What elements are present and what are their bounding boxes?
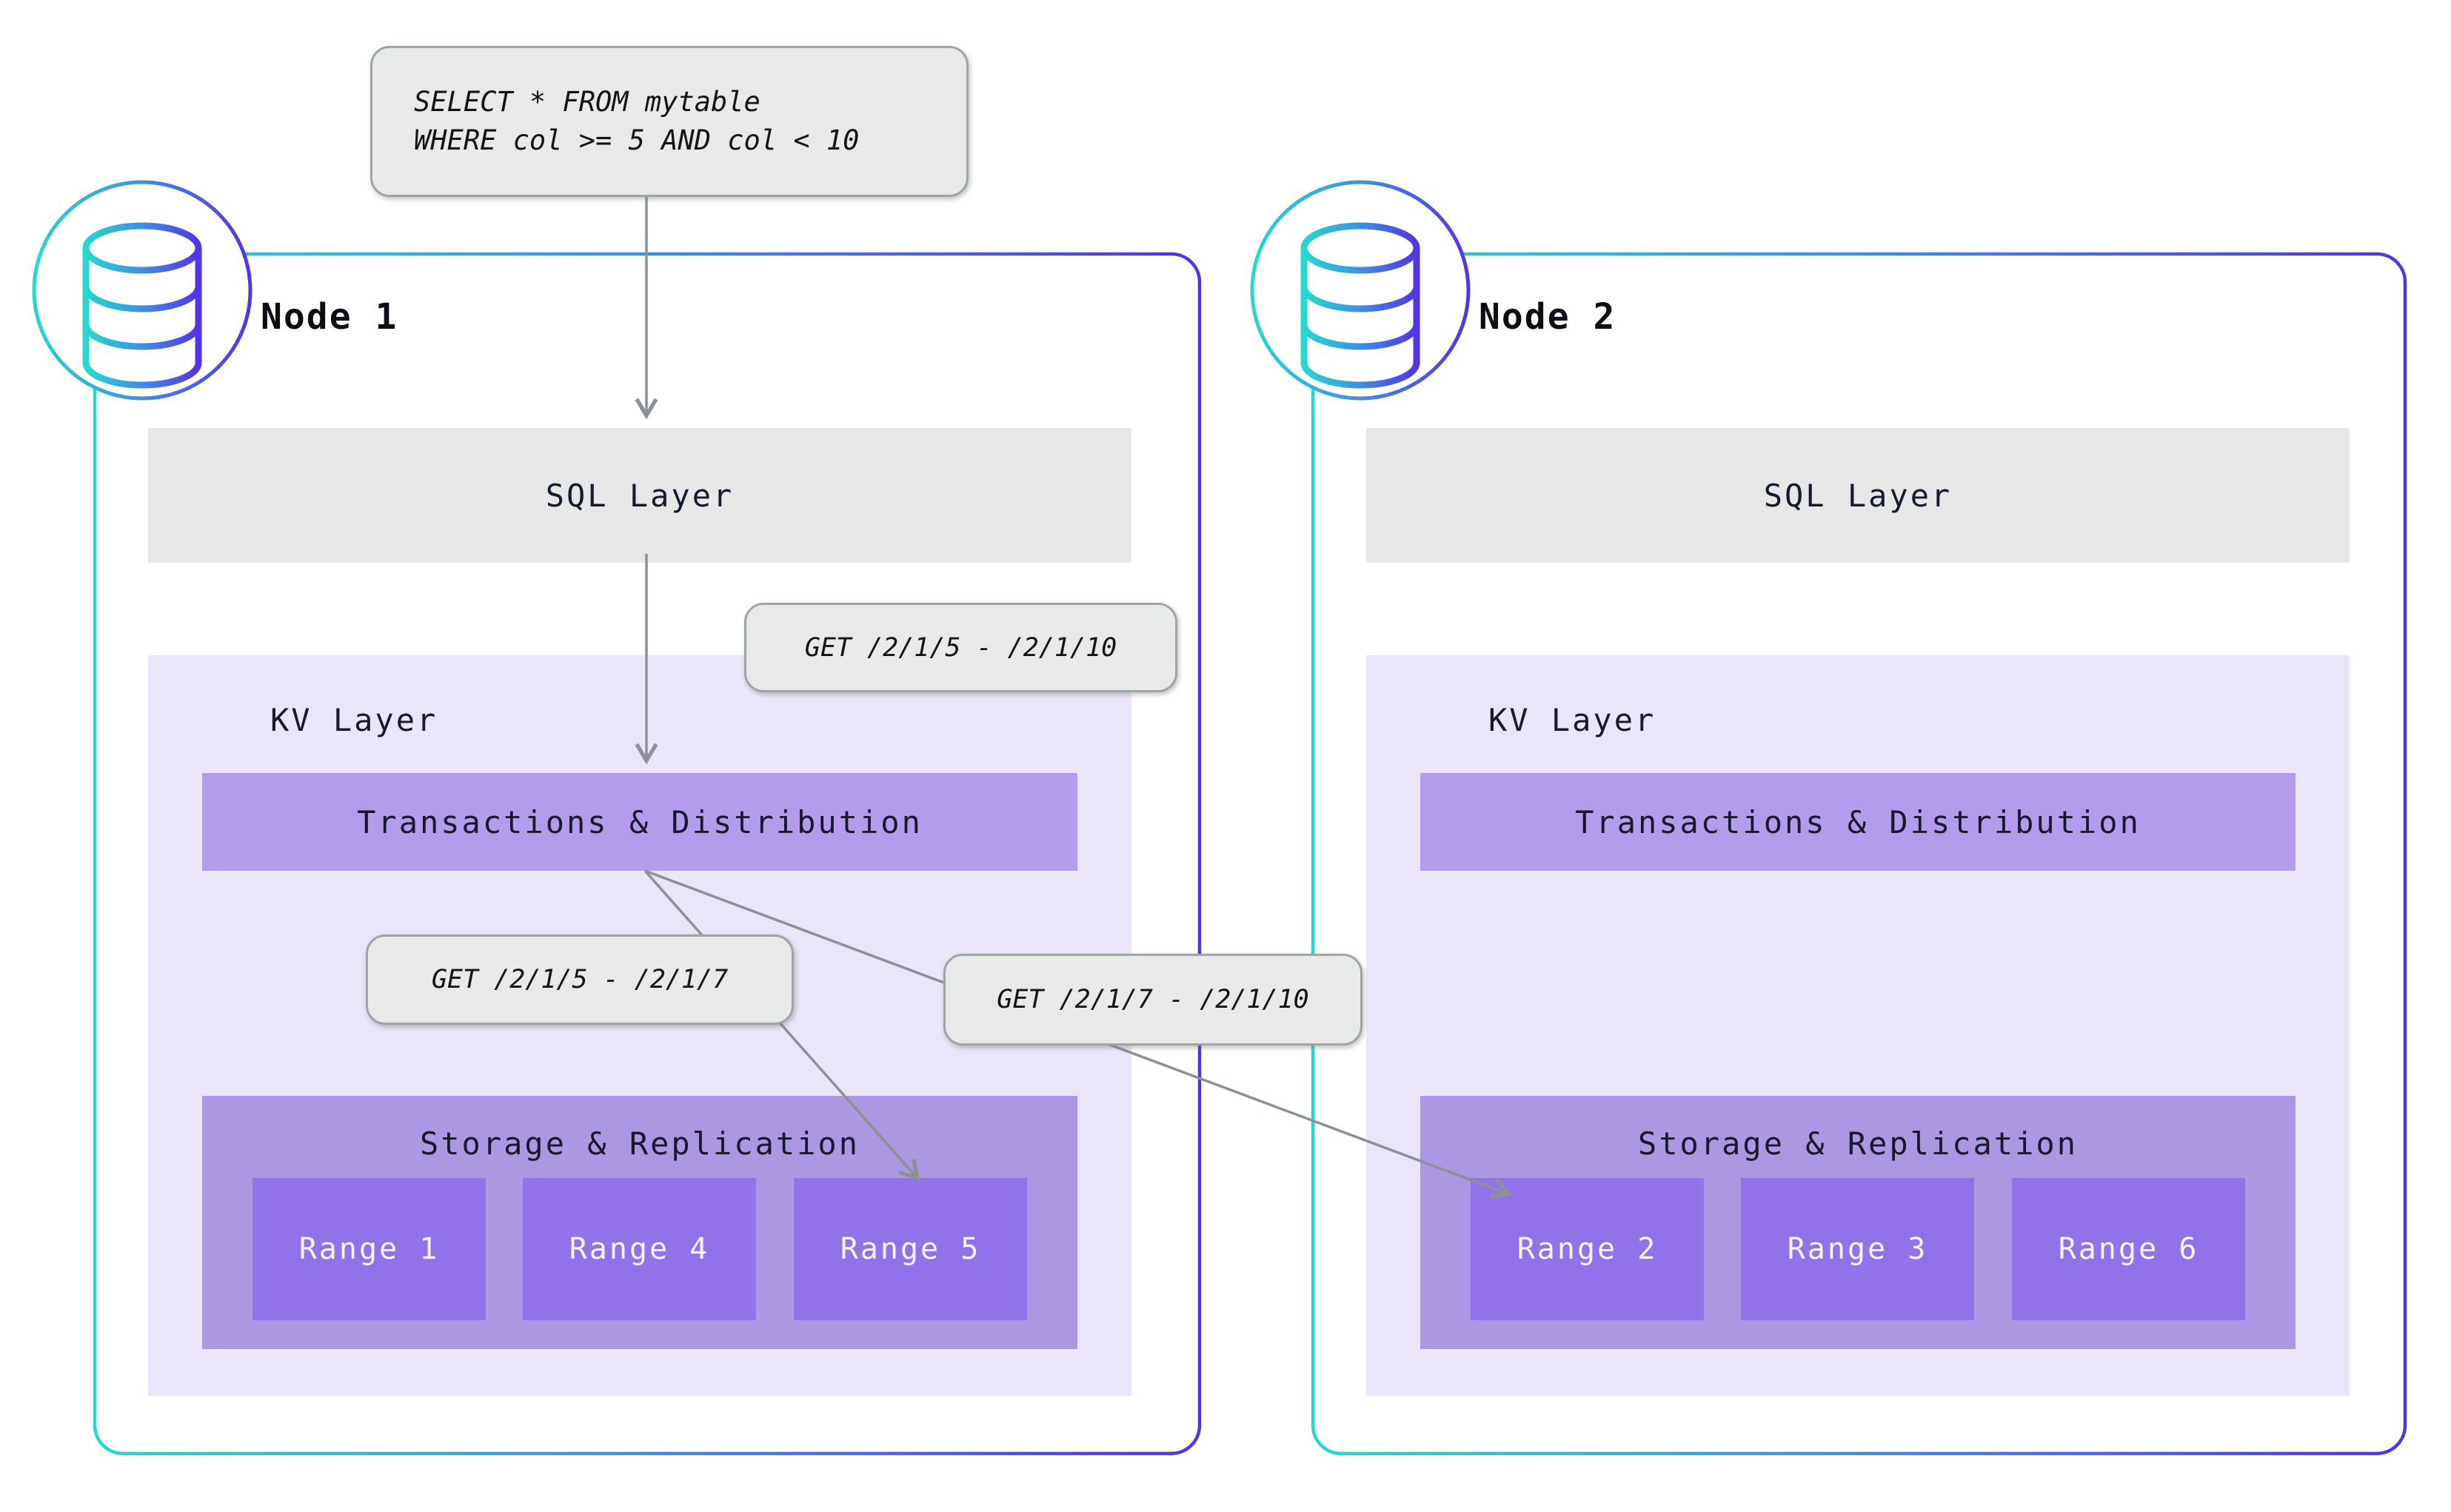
range-label: Range 5 — [840, 1232, 981, 1266]
node2-sql-layer: SQL Layer — [1366, 428, 2350, 563]
node2-database-icon — [1250, 180, 1471, 401]
get-range-right-label: GET /2/1/7 - /2/1/10 — [943, 954, 1362, 1046]
range-label: Range 6 — [2058, 1232, 2199, 1266]
node1-transactions-bar: Transactions & Distribution — [202, 773, 1077, 871]
node2-transactions-bar: Transactions & Distribution — [1420, 773, 2295, 871]
node1-sql-layer-label: SQL Layer — [545, 477, 735, 514]
range-label: Range 2 — [1517, 1232, 1658, 1266]
node2-range-6: Range 6 — [2012, 1178, 2245, 1320]
node2-range-2: Range 2 — [1471, 1178, 1704, 1320]
sql-query-line-1: SELECT * FROM mytable — [414, 86, 760, 118]
node1-range-1: Range 1 — [253, 1178, 486, 1320]
range-label: Range 4 — [569, 1232, 710, 1266]
node1-range-4: Range 4 — [523, 1178, 756, 1320]
node1-range-5: Range 5 — [794, 1178, 1027, 1320]
node1-kv-layer-label: KV Layer — [270, 702, 438, 738]
node2-transactions-label: Transactions & Distribution — [1575, 803, 2141, 840]
get-range-left-label: GET /2/1/5 - /2/1/7 — [366, 934, 794, 1025]
node2-title: Node 2 — [1479, 296, 1616, 338]
get-range-full-label: GET /2/1/5 - /2/1/10 — [744, 603, 1177, 692]
node2-storage-label: Storage & Replication — [1637, 1125, 2078, 1162]
node1-database-icon — [32, 180, 253, 401]
node1-title: Node 1 — [261, 296, 398, 338]
sql-query-box: SELECT * FROM mytable WHERE col >= 5 AND… — [370, 46, 969, 197]
sql-query-line-2: WHERE col >= 5 AND col < 10 — [414, 124, 860, 156]
node2-kv-layer-label: KV Layer — [1488, 702, 1656, 738]
range-label: Range 3 — [1787, 1232, 1928, 1266]
node1-sql-layer: SQL Layer — [148, 428, 1131, 563]
node2-sql-layer-label: SQL Layer — [1763, 477, 1953, 514]
node1-storage-label: Storage & Replication — [419, 1125, 860, 1162]
range-label: Range 1 — [298, 1232, 440, 1266]
node1-transactions-label: Transactions & Distribution — [357, 803, 923, 840]
node2-range-3: Range 3 — [1741, 1178, 1974, 1320]
